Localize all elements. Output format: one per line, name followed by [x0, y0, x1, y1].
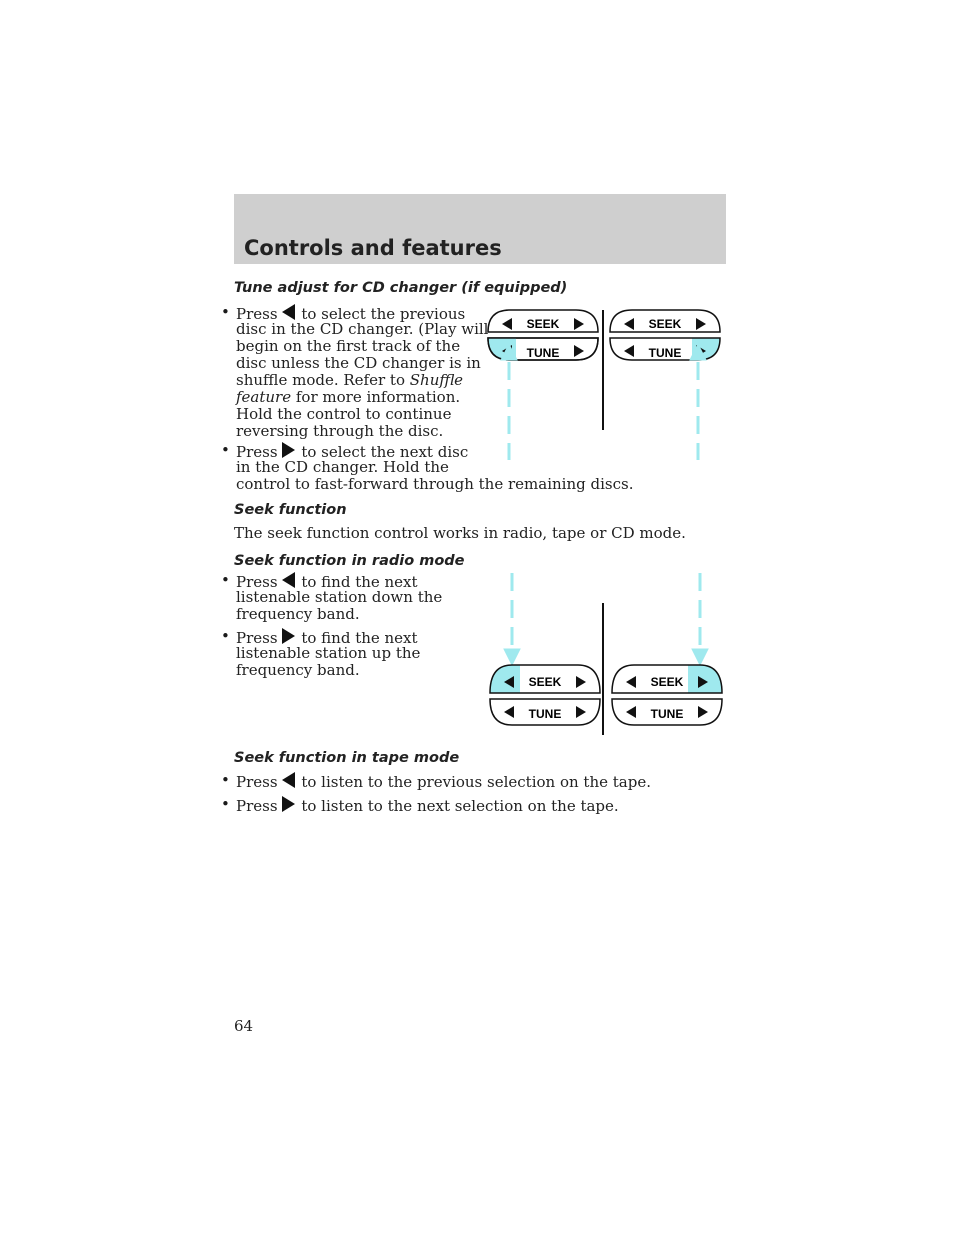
- right-control-pair: SEEK TUNE: [609, 309, 721, 361]
- cd-bullet-2-line-2: in the CD changer. Hold the: [236, 458, 449, 476]
- header-band: [234, 194, 726, 264]
- bullet: •: [221, 303, 230, 321]
- cd-bullet-1-line-6: feature for more information.: [236, 388, 461, 406]
- heading-seek-radio: Seek function in radio mode: [234, 553, 465, 569]
- heading-seek-tape: Seek function in tape mode: [234, 750, 460, 766]
- cd-bullet-1-line-3: begin on the first track of the: [236, 337, 461, 355]
- radio-bullet-2-line-2: listenable station up the: [236, 644, 421, 662]
- seek-control-diagram: SEEK TUNE SEEK TUNE: [489, 573, 723, 735]
- radio-bullet-2-line-1: Press to find the next: [236, 628, 418, 647]
- page-number: 64: [234, 1017, 254, 1035]
- cd-bullet-1-line-2: disc in the CD changer. (Play will: [236, 320, 489, 338]
- cd-bullet-2-line-1: Press to select the next disc: [236, 442, 469, 461]
- left-control-pair: SEEK TUNE: [489, 664, 601, 726]
- heading-seek-function: Seek function: [234, 502, 347, 518]
- heading-tune-adjust: Tune adjust for CD changer (if equipped): [234, 280, 568, 296]
- bullet: •: [221, 441, 230, 459]
- cd-bullet-1-line-1: Press to select the previous: [236, 304, 466, 323]
- tune-label-left: TUNE: [529, 707, 562, 721]
- pointer-arrow-left: [500, 342, 518, 460]
- radio-bullet-1-line-1: Press to find the next: [236, 572, 418, 591]
- seek-label-right: SEEK: [649, 317, 682, 331]
- page-title: Controls and features: [244, 236, 502, 260]
- cd-bullet-1-line-8: reversing through the disc.: [236, 422, 444, 440]
- seek-right-arrow-icon: [281, 628, 295, 644]
- tune-control-diagram: SEEK TUNE SEEK TUNE: [487, 309, 721, 460]
- bullet: •: [221, 571, 230, 589]
- seek-label-left: SEEK: [529, 675, 562, 689]
- pointer-arrow-left: [503, 573, 521, 667]
- cd-bullet-2-line-3: control to fast-forward through the rema…: [236, 475, 634, 493]
- tune-label-right: TUNE: [649, 346, 682, 360]
- cd-bullet-1-line-5: shuffle mode. Refer to Shuffle: [236, 371, 464, 389]
- right-control-pair: SEEK TUNE: [611, 664, 723, 726]
- seek-function-body: The seek function control works in radio…: [234, 524, 686, 542]
- pointer-arrow-right: [689, 342, 707, 460]
- tape-bullet-1: Press to listen to the previous selectio…: [236, 772, 651, 791]
- tune-label-left: TUNE: [527, 346, 560, 360]
- seek-label-left: SEEK: [527, 317, 560, 331]
- radio-bullet-1-line-3: frequency band.: [236, 605, 360, 623]
- seek-right-arrow-icon: [281, 442, 295, 458]
- radio-bullet-1-line-2: listenable station down the: [236, 588, 443, 606]
- seek-left-arrow-icon: [281, 772, 295, 788]
- seek-left-arrow-icon: [281, 304, 295, 320]
- tune-label-right: TUNE: [651, 707, 684, 721]
- cd-bullet-1-line-7: Hold the control to continue: [236, 405, 452, 423]
- bullet: •: [221, 771, 230, 789]
- tape-bullet-2: Press to listen to the next selection on…: [236, 796, 619, 815]
- bullet: •: [221, 795, 230, 813]
- seek-left-arrow-icon: [281, 572, 295, 588]
- bullet: •: [221, 627, 230, 645]
- seek-right-arrow-icon: [281, 796, 295, 812]
- radio-bullet-2-line-3: frequency band.: [236, 661, 360, 679]
- cd-bullet-1-line-4: disc unless the CD changer is in: [236, 354, 481, 372]
- seek-label-right: SEEK: [651, 675, 684, 689]
- pointer-arrow-right: [691, 573, 709, 667]
